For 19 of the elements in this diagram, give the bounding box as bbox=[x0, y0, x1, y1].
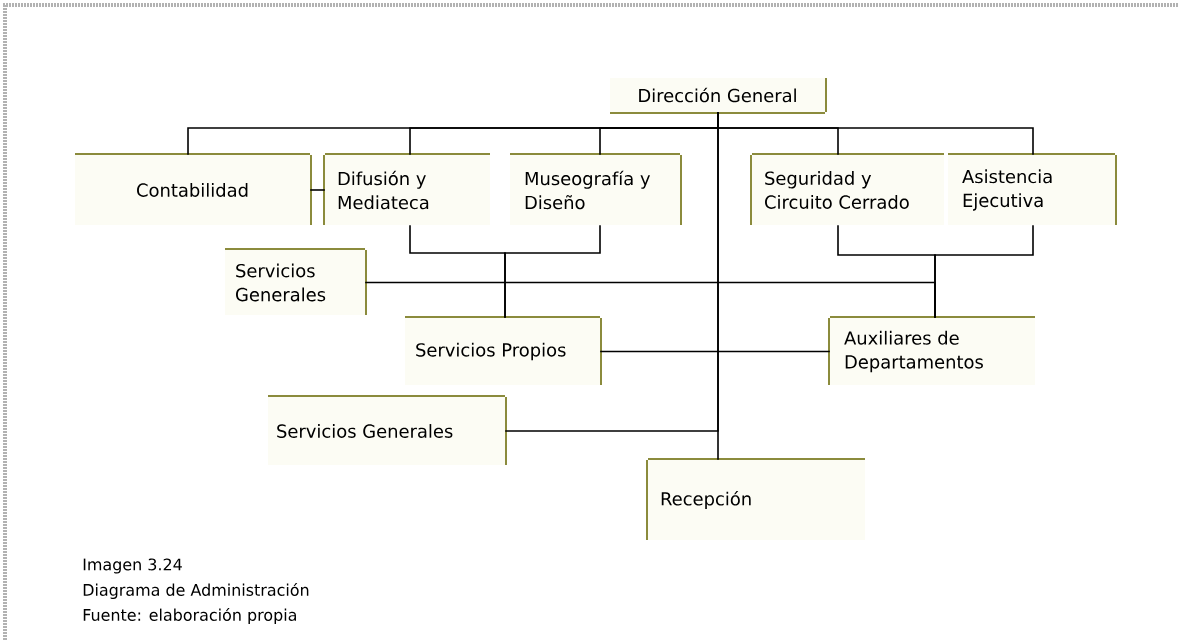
org-box: Servicios Propios bbox=[405, 316, 602, 385]
org-box: Seguridad y Circuito Cerrado bbox=[750, 153, 944, 225]
org-box: Servicios Generales bbox=[225, 248, 367, 315]
connector-line bbox=[504, 111, 719, 432]
connector-line bbox=[504, 224, 601, 319]
org-box: Recepción bbox=[646, 458, 865, 540]
org-box: Auxiliares de Departamentos bbox=[828, 316, 1035, 385]
caption-line: Diagrama de Administración bbox=[83, 582, 309, 599]
caption-line: Imagen 3.24 bbox=[83, 558, 182, 574]
org-box: Difusión y Mediateca bbox=[323, 153, 490, 225]
org-box: Contabilidad bbox=[75, 153, 312, 225]
org-box: Servicios Generales bbox=[268, 395, 507, 465]
org-box: Asistencia Ejecutiva bbox=[948, 153, 1117, 225]
org-box: Museografía y Diseño bbox=[510, 153, 682, 225]
connector-line bbox=[309, 189, 326, 191]
connector-line bbox=[599, 350, 831, 353]
caption-line: Fuente: elaboración propia bbox=[83, 607, 296, 624]
org-box: Dirección General bbox=[610, 78, 827, 114]
connector-line bbox=[364, 281, 936, 319]
